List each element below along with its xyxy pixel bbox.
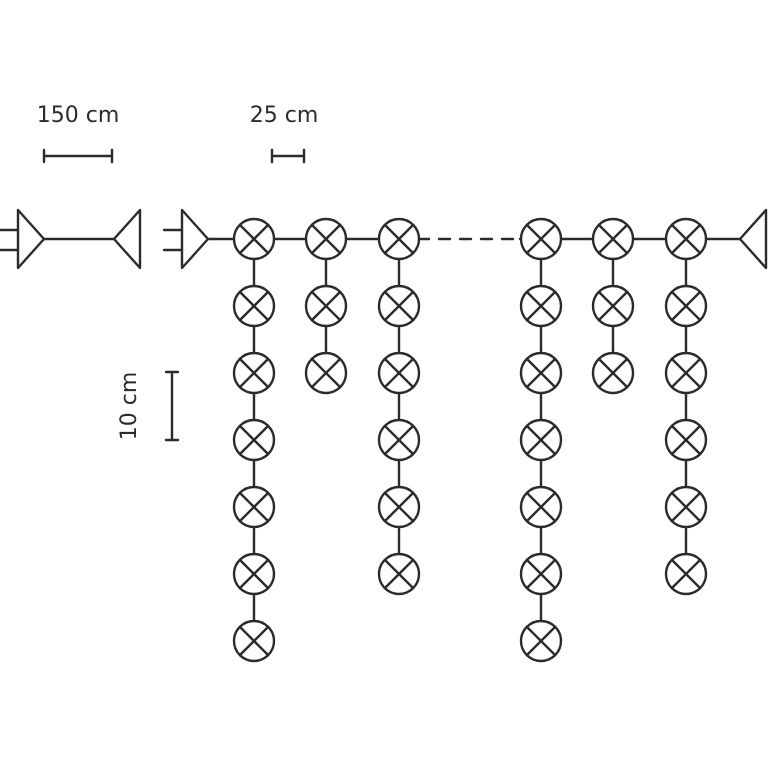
bulb-icon xyxy=(232,619,276,663)
cable-length-bar xyxy=(42,148,114,164)
bulb-icon xyxy=(664,351,708,395)
strand xyxy=(591,217,635,395)
bulb-icon xyxy=(377,485,421,529)
bulb-icon xyxy=(304,351,348,395)
bulb-icon xyxy=(377,217,421,261)
drop-spacing-label: 10 cm xyxy=(117,372,142,441)
bulb-icon xyxy=(232,284,276,328)
drop-spacing-bar xyxy=(164,370,180,442)
bulb-icon xyxy=(304,217,348,261)
bulb-icon xyxy=(591,351,635,395)
bulb-icon xyxy=(519,619,563,663)
light-strands xyxy=(232,217,708,663)
bulb-spacing-label: 25 cm xyxy=(250,103,319,128)
bulb-icon xyxy=(232,418,276,462)
strand xyxy=(304,217,348,395)
bulb-icon xyxy=(377,418,421,462)
bulb-icon xyxy=(519,552,563,596)
cable-length-label: 150 cm xyxy=(37,103,120,128)
bulb-icon xyxy=(304,284,348,328)
chain-plug-icon xyxy=(162,208,210,270)
bulb-icon xyxy=(591,217,635,261)
strand xyxy=(519,217,563,663)
bulb-icon xyxy=(232,217,276,261)
bulb-icon xyxy=(519,351,563,395)
cable-socket-icon xyxy=(112,208,142,270)
strand xyxy=(664,217,708,596)
bulb-icon xyxy=(377,284,421,328)
end-socket-icon xyxy=(738,208,768,270)
bulb-icon xyxy=(232,485,276,529)
bulb-icon xyxy=(664,284,708,328)
bulb-icon xyxy=(664,485,708,529)
bulb-icon xyxy=(664,552,708,596)
bulb-icon xyxy=(664,217,708,261)
bulb-icon xyxy=(519,418,563,462)
bulb-icon xyxy=(519,485,563,529)
bulb-icon xyxy=(232,351,276,395)
strand xyxy=(232,217,276,663)
bulb-icon xyxy=(664,418,708,462)
bulb-icon xyxy=(232,552,276,596)
bulb-icon xyxy=(519,284,563,328)
bulb-icon xyxy=(591,284,635,328)
bulb-spacing-bar xyxy=(270,148,306,164)
power-plug-icon xyxy=(0,208,46,270)
bulb-icon xyxy=(519,217,563,261)
bulb-icon xyxy=(377,552,421,596)
strand xyxy=(377,217,421,596)
bulb-icon xyxy=(377,351,421,395)
